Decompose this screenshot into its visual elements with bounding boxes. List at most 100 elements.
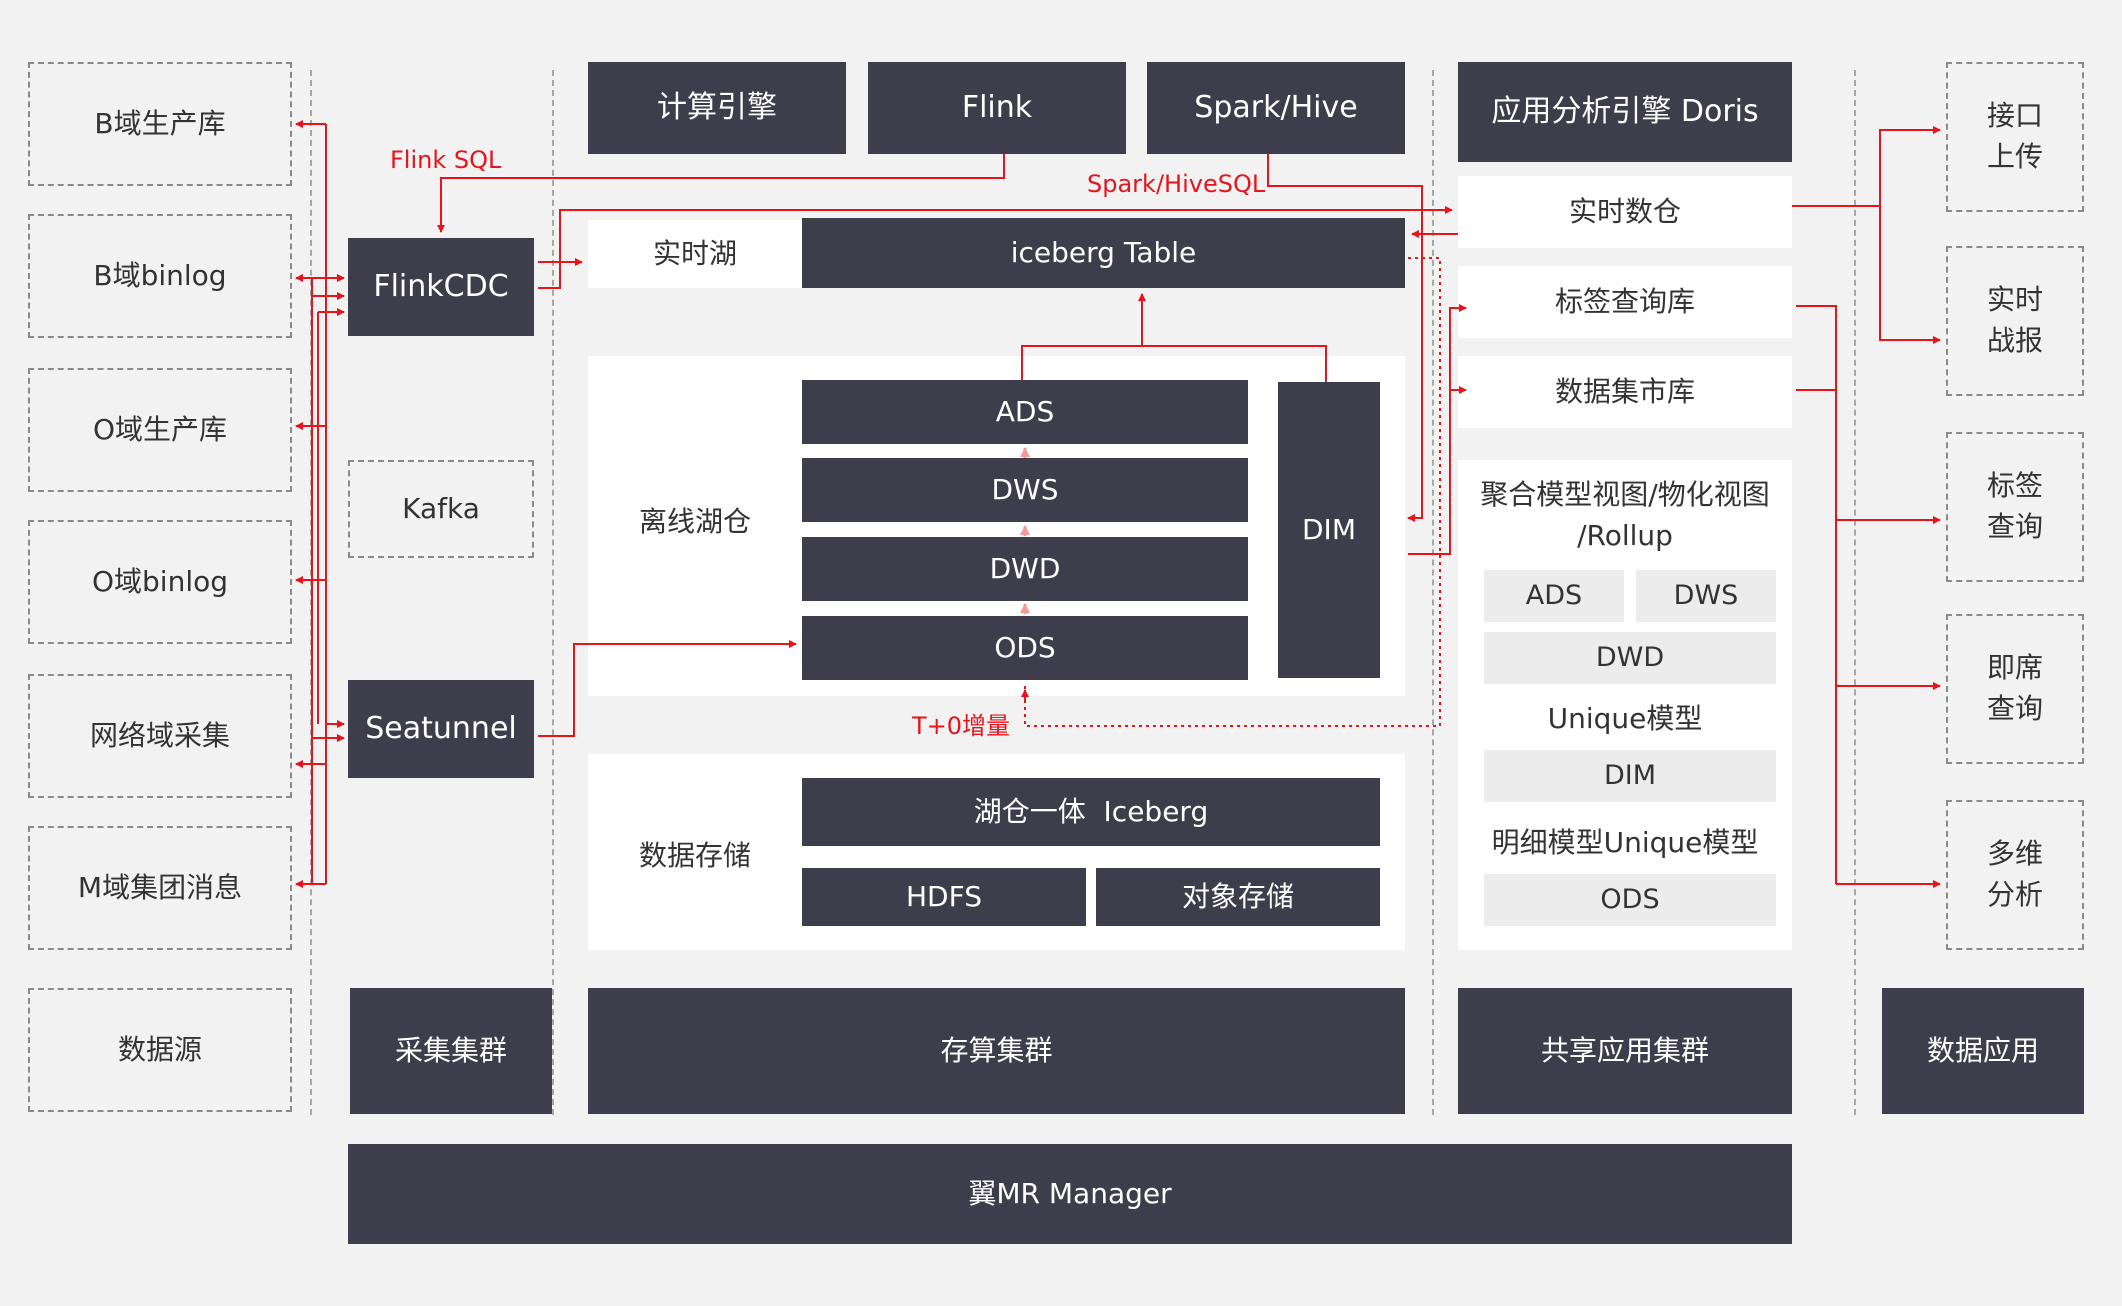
object-storage-block: 对象存储: [1096, 868, 1380, 926]
layer-dws-block: DWS: [802, 458, 1248, 522]
layer-dwd-block: DWD: [802, 537, 1248, 601]
iceberg-table-label: iceberg Table: [1010, 235, 1197, 269]
compute-engine-block: 计算引擎: [588, 62, 846, 154]
doris-dws-block: DWS: [1636, 570, 1776, 622]
footer-storage-compute-cluster: 存算集群: [588, 988, 1405, 1114]
source-b-prod-db-label: B域生产库: [94, 106, 226, 140]
hdfs-block: HDFS: [802, 868, 1086, 926]
separator-lake: [1432, 70, 1434, 1115]
mr-manager-label: 翼MR Manager: [968, 1176, 1172, 1210]
app-interface-upload-line1: 接口: [1986, 99, 2043, 133]
compute-engine-label: 计算引擎: [657, 90, 777, 126]
mr-manager-bar: 翼MR Manager: [348, 1144, 1792, 1244]
source-b-binlog-label: B域binlog: [93, 258, 227, 292]
app-tag-query: 标签 查询: [1946, 432, 2084, 582]
layer-dwd-label: DWD: [989, 551, 1061, 585]
spark-hive-engine-block: Spark/Hive: [1147, 62, 1405, 154]
tag-query-db-out: [1796, 305, 1837, 884]
iceberg-unified-label: 湖仓一体 Iceberg: [973, 794, 1209, 828]
footer-collect-cluster: 采集集群: [350, 988, 552, 1114]
doris-dwd-block: DWD: [1484, 632, 1776, 684]
footer-shared-app-cluster: 共享应用集群: [1458, 988, 1792, 1114]
layer-ods-block: ODS: [802, 616, 1248, 680]
tag-query-db-block: 标签查询库: [1458, 266, 1792, 338]
layer-ads-block: ADS: [802, 380, 1248, 444]
agg-model-title-line1: 聚合模型视图/物化视图: [1480, 478, 1770, 512]
doris-dws-label: DWS: [1673, 580, 1739, 612]
app-realtime-report-line2: 战报: [1986, 324, 2043, 357]
doris-ads-label: ADS: [1525, 580, 1583, 612]
flink-engine-label: Flink: [961, 90, 1033, 126]
kafka-label: Kafka: [402, 491, 480, 525]
spark-hivesql-annotation: Spark/HiveSQL: [1087, 170, 1266, 198]
seatunnel-label: Seatunnel: [365, 711, 517, 747]
doris-ods-block: ODS: [1484, 874, 1776, 926]
separator-collect: [552, 70, 554, 1115]
arrow-to-realtime-report: [1879, 206, 1941, 344]
source-m-group-msg-label: M域集团消息: [77, 870, 243, 904]
agg-model-title-line2: /Rollup: [1577, 519, 1673, 552]
realtime-lake-label-box: 实时湖: [588, 220, 802, 288]
layer-dim-label: DIM: [1302, 512, 1356, 546]
realtime-dw-label: 实时数仓: [1568, 194, 1681, 228]
layer-dim-block: DIM: [1278, 382, 1380, 678]
flink-engine-block: Flink: [868, 62, 1126, 154]
app-multidim-analysis-line2: 分析: [1986, 878, 2043, 911]
doris-engine-label: 应用分析引擎 Doris: [1491, 94, 1759, 130]
flinkcdc-label: FlinkCDC: [373, 269, 509, 305]
flinkcdc-block: FlinkCDC: [348, 238, 534, 336]
app-adhoc-query-line2: 查询: [1986, 692, 2043, 725]
object-storage-label: 对象存储: [1181, 879, 1294, 913]
agg-model-title: 聚合模型视图/物化视图 /Rollup: [1458, 474, 1792, 558]
layer-ads-label: ADS: [995, 394, 1055, 428]
app-realtime-report-line1: 实时: [1986, 283, 2043, 317]
seatunnel-block: Seatunnel: [348, 680, 534, 778]
iceberg-table-block: iceberg Table: [802, 218, 1405, 288]
source-o-binlog: O域binlog: [28, 520, 292, 644]
app-interface-upload-line2: 上传: [1986, 140, 2043, 173]
footer-shared-app-cluster-label: 共享应用集群: [1540, 1033, 1709, 1067]
detail-unique-model-label: 明细模型Unique模型: [1491, 826, 1759, 859]
footer-data-apps: 数据应用: [1882, 988, 2084, 1114]
app-multidim-analysis: 多维 分析: [1946, 800, 2084, 950]
kafka-block: Kafka: [348, 460, 534, 558]
source-network-collect-label: 网络域采集: [89, 718, 230, 752]
doris-model-panel: [1458, 460, 1792, 950]
layer-ods-label: ODS: [994, 630, 1056, 664]
doris-dim-block: DIM: [1484, 750, 1776, 802]
source-o-binlog-label: O域binlog: [91, 564, 229, 598]
app-tag-query-line2: 查询: [1986, 510, 2043, 543]
doris-ads-block: ADS: [1484, 570, 1624, 622]
app-multidim-analysis-line1: 多维: [1986, 837, 2043, 871]
unique-model-label: Unique模型: [1547, 702, 1703, 735]
doris-ods-label: ODS: [1600, 884, 1660, 916]
hdfs-label: HDFS: [905, 879, 982, 913]
realtime-lake-label: 实时湖: [652, 236, 737, 270]
footer-data-source-label: 数据源: [117, 1032, 202, 1066]
data-mart-db-block: 数据集市库: [1458, 356, 1792, 428]
iceberg-unified-block: 湖仓一体 Iceberg: [802, 778, 1380, 846]
footer-collect-cluster-label: 采集集群: [394, 1033, 507, 1067]
app-interface-upload: 接口 上传: [1946, 62, 2084, 212]
source-b-binlog: B域binlog: [28, 214, 292, 338]
footer-data-apps-label: 数据应用: [1926, 1033, 2039, 1067]
data-mart-db-label: 数据集市库: [1554, 374, 1695, 408]
source-m-group-msg: M域集团消息: [28, 826, 292, 950]
app-adhoc-query: 即席 查询: [1946, 614, 2084, 764]
tag-query-db-label: 标签查询库: [1554, 284, 1695, 318]
app-tag-query-line1: 标签: [1986, 469, 2043, 503]
t0-increment-annotation: T+0增量: [912, 712, 1011, 740]
source-o-prod-db-label: O域生产库: [92, 412, 228, 446]
doris-dwd-label: DWD: [1595, 642, 1665, 674]
data-storage-label: 数据存储: [638, 839, 751, 872]
source-o-prod-db: O域生产库: [28, 368, 292, 492]
separator-sources: [310, 70, 312, 1115]
offline-lakehouse-label: 离线湖仓: [638, 505, 751, 538]
flink-sql-annotation: Flink SQL: [390, 146, 502, 174]
spark-hive-engine-label: Spark/Hive: [1194, 90, 1358, 126]
separator-apps: [1854, 70, 1856, 1115]
realtime-dw-block: 实时数仓: [1458, 176, 1792, 248]
layer-dws-label: DWS: [991, 472, 1059, 506]
source-b-prod-db: B域生产库: [28, 62, 292, 186]
